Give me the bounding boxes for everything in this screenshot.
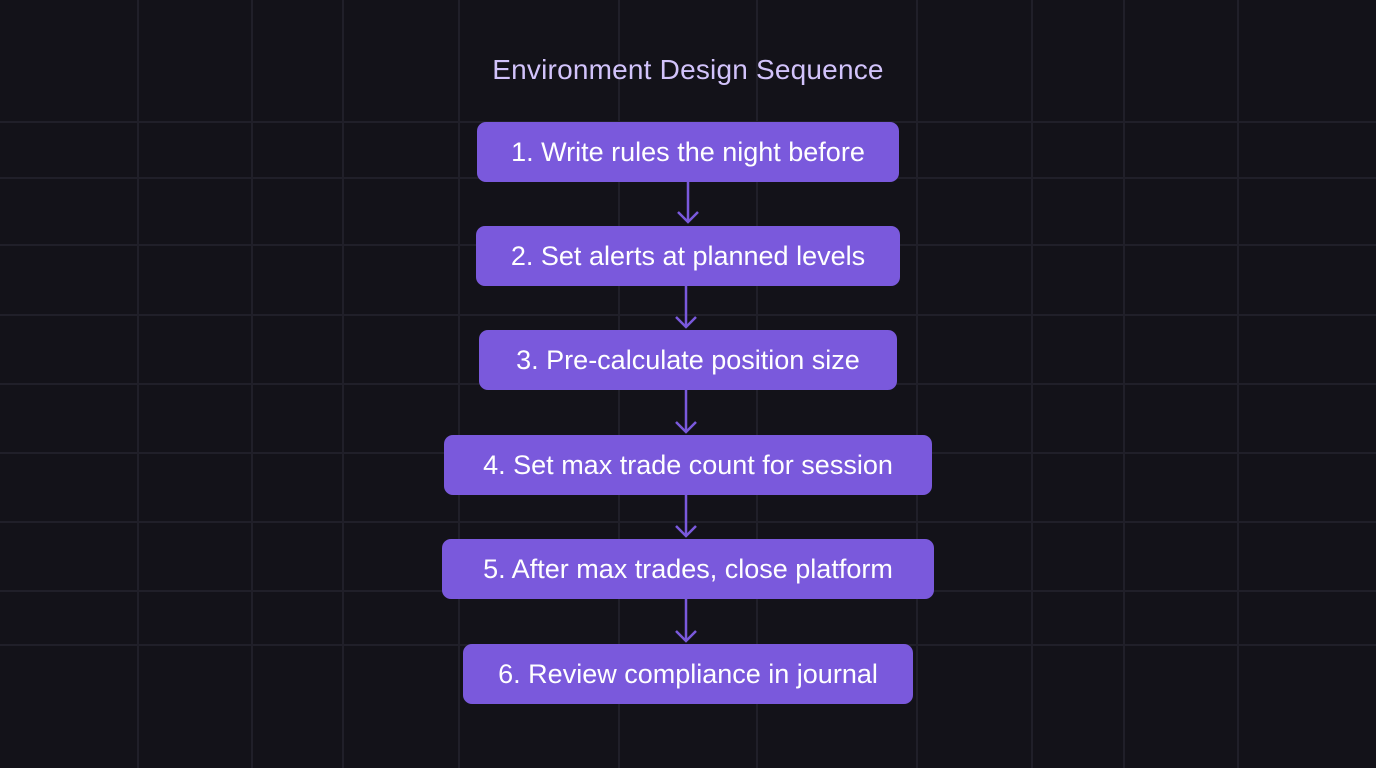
grid-line	[0, 521, 1376, 523]
diagram-title: Environment Design Sequence	[492, 54, 884, 85]
arrow-down-icon	[675, 390, 697, 434]
step-3-node: 3. Pre-calculate position size	[479, 330, 897, 390]
step-2-node: 2. Set alerts at planned levels	[476, 226, 900, 286]
step-1-node: 1. Write rules the night before	[477, 122, 899, 182]
step-6-node: 6. Review compliance in journal	[463, 644, 913, 704]
arrow-down-icon	[675, 495, 697, 538]
arrow-down-icon	[675, 599, 697, 643]
step-5-node: 5. After max trades, close platform	[442, 539, 934, 599]
arrow-down-icon	[677, 181, 699, 224]
step-4-node: 4. Set max trade count for session	[444, 435, 932, 495]
grid-line	[0, 314, 1376, 316]
arrow-down-icon	[675, 286, 697, 329]
